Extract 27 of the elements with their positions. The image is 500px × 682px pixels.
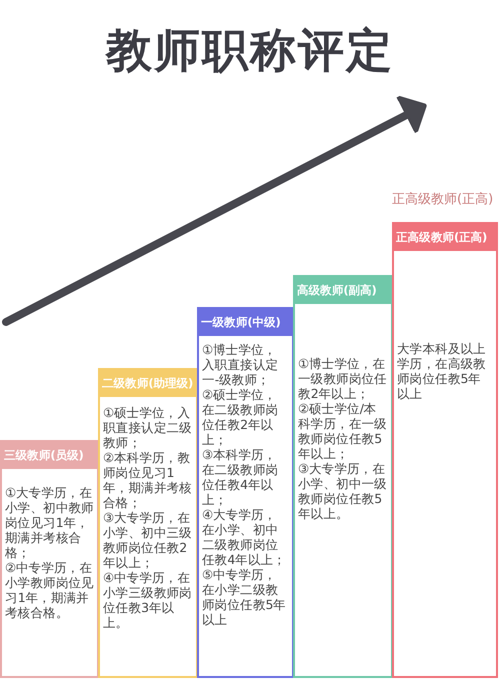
requirement-text: 大学本科及以上学历，在高级教师岗位任教5年以上 bbox=[396, 341, 487, 401]
requirement-text: ⑤中专学历，在小学二级教师岗位任教5年以上 bbox=[201, 567, 287, 627]
requirement-text: ④中专学历，在小学三级教师岗位任教3年以上。 bbox=[102, 570, 193, 630]
requirement-text: ④大专学历，在小学、初中二级教师岗位任教4年以上； bbox=[201, 507, 287, 567]
level-column bbox=[392, 222, 498, 678]
level-heading: 高级教师(副高) bbox=[295, 277, 391, 304]
requirement-text: ③本科学历，在二级教师岗位任教4年以上； bbox=[201, 447, 280, 507]
level-heading: 二级教师(助理级) bbox=[100, 370, 196, 397]
requirement-text: ③大专学历，在小学、初中三级教师岗位任教2年以上； bbox=[102, 510, 193, 570]
requirement-text: ①大专学历，在小学、初中教师岗位见习1年，期满并考核合格； bbox=[4, 485, 95, 560]
level-column bbox=[98, 368, 198, 678]
level-caption: 正高级教师(正高) bbox=[392, 191, 494, 208]
level-column bbox=[293, 275, 393, 678]
level-heading: 一级教师(中级) bbox=[199, 309, 292, 336]
title: 教师职称评定 bbox=[104, 22, 395, 79]
level-column bbox=[0, 440, 99, 678]
level-heading: 三级教师(员级) bbox=[2, 442, 97, 469]
requirement-text: ②硕士学位，在二级教师岗位任教2年以上； bbox=[201, 387, 280, 447]
level-heading: 正高级教师(正高) bbox=[394, 224, 496, 251]
requirement-text: ②硕士学位/本科学历，在一级教师岗位任教5年以上； bbox=[297, 401, 388, 461]
requirement-text: ②本科学历，教师岗位见习1年，期满并考核合格； bbox=[102, 450, 193, 510]
requirement-text: ①硕士学位，入职直接认定二级教师； bbox=[102, 405, 193, 450]
requirement-text: ③大专学历，在小学、初中一级教师岗位任教5年以上。 bbox=[297, 461, 388, 521]
requirement-text: ②中专学历，在小学教师岗位见习1年，期满并考核合格。 bbox=[4, 560, 95, 620]
level-column bbox=[197, 307, 294, 678]
requirement-text: ①博士学位，入职直接认定一-级教师； bbox=[201, 342, 280, 387]
requirement-text: ①博士学位，在一级教师岗位任教2年以上； bbox=[297, 356, 388, 401]
